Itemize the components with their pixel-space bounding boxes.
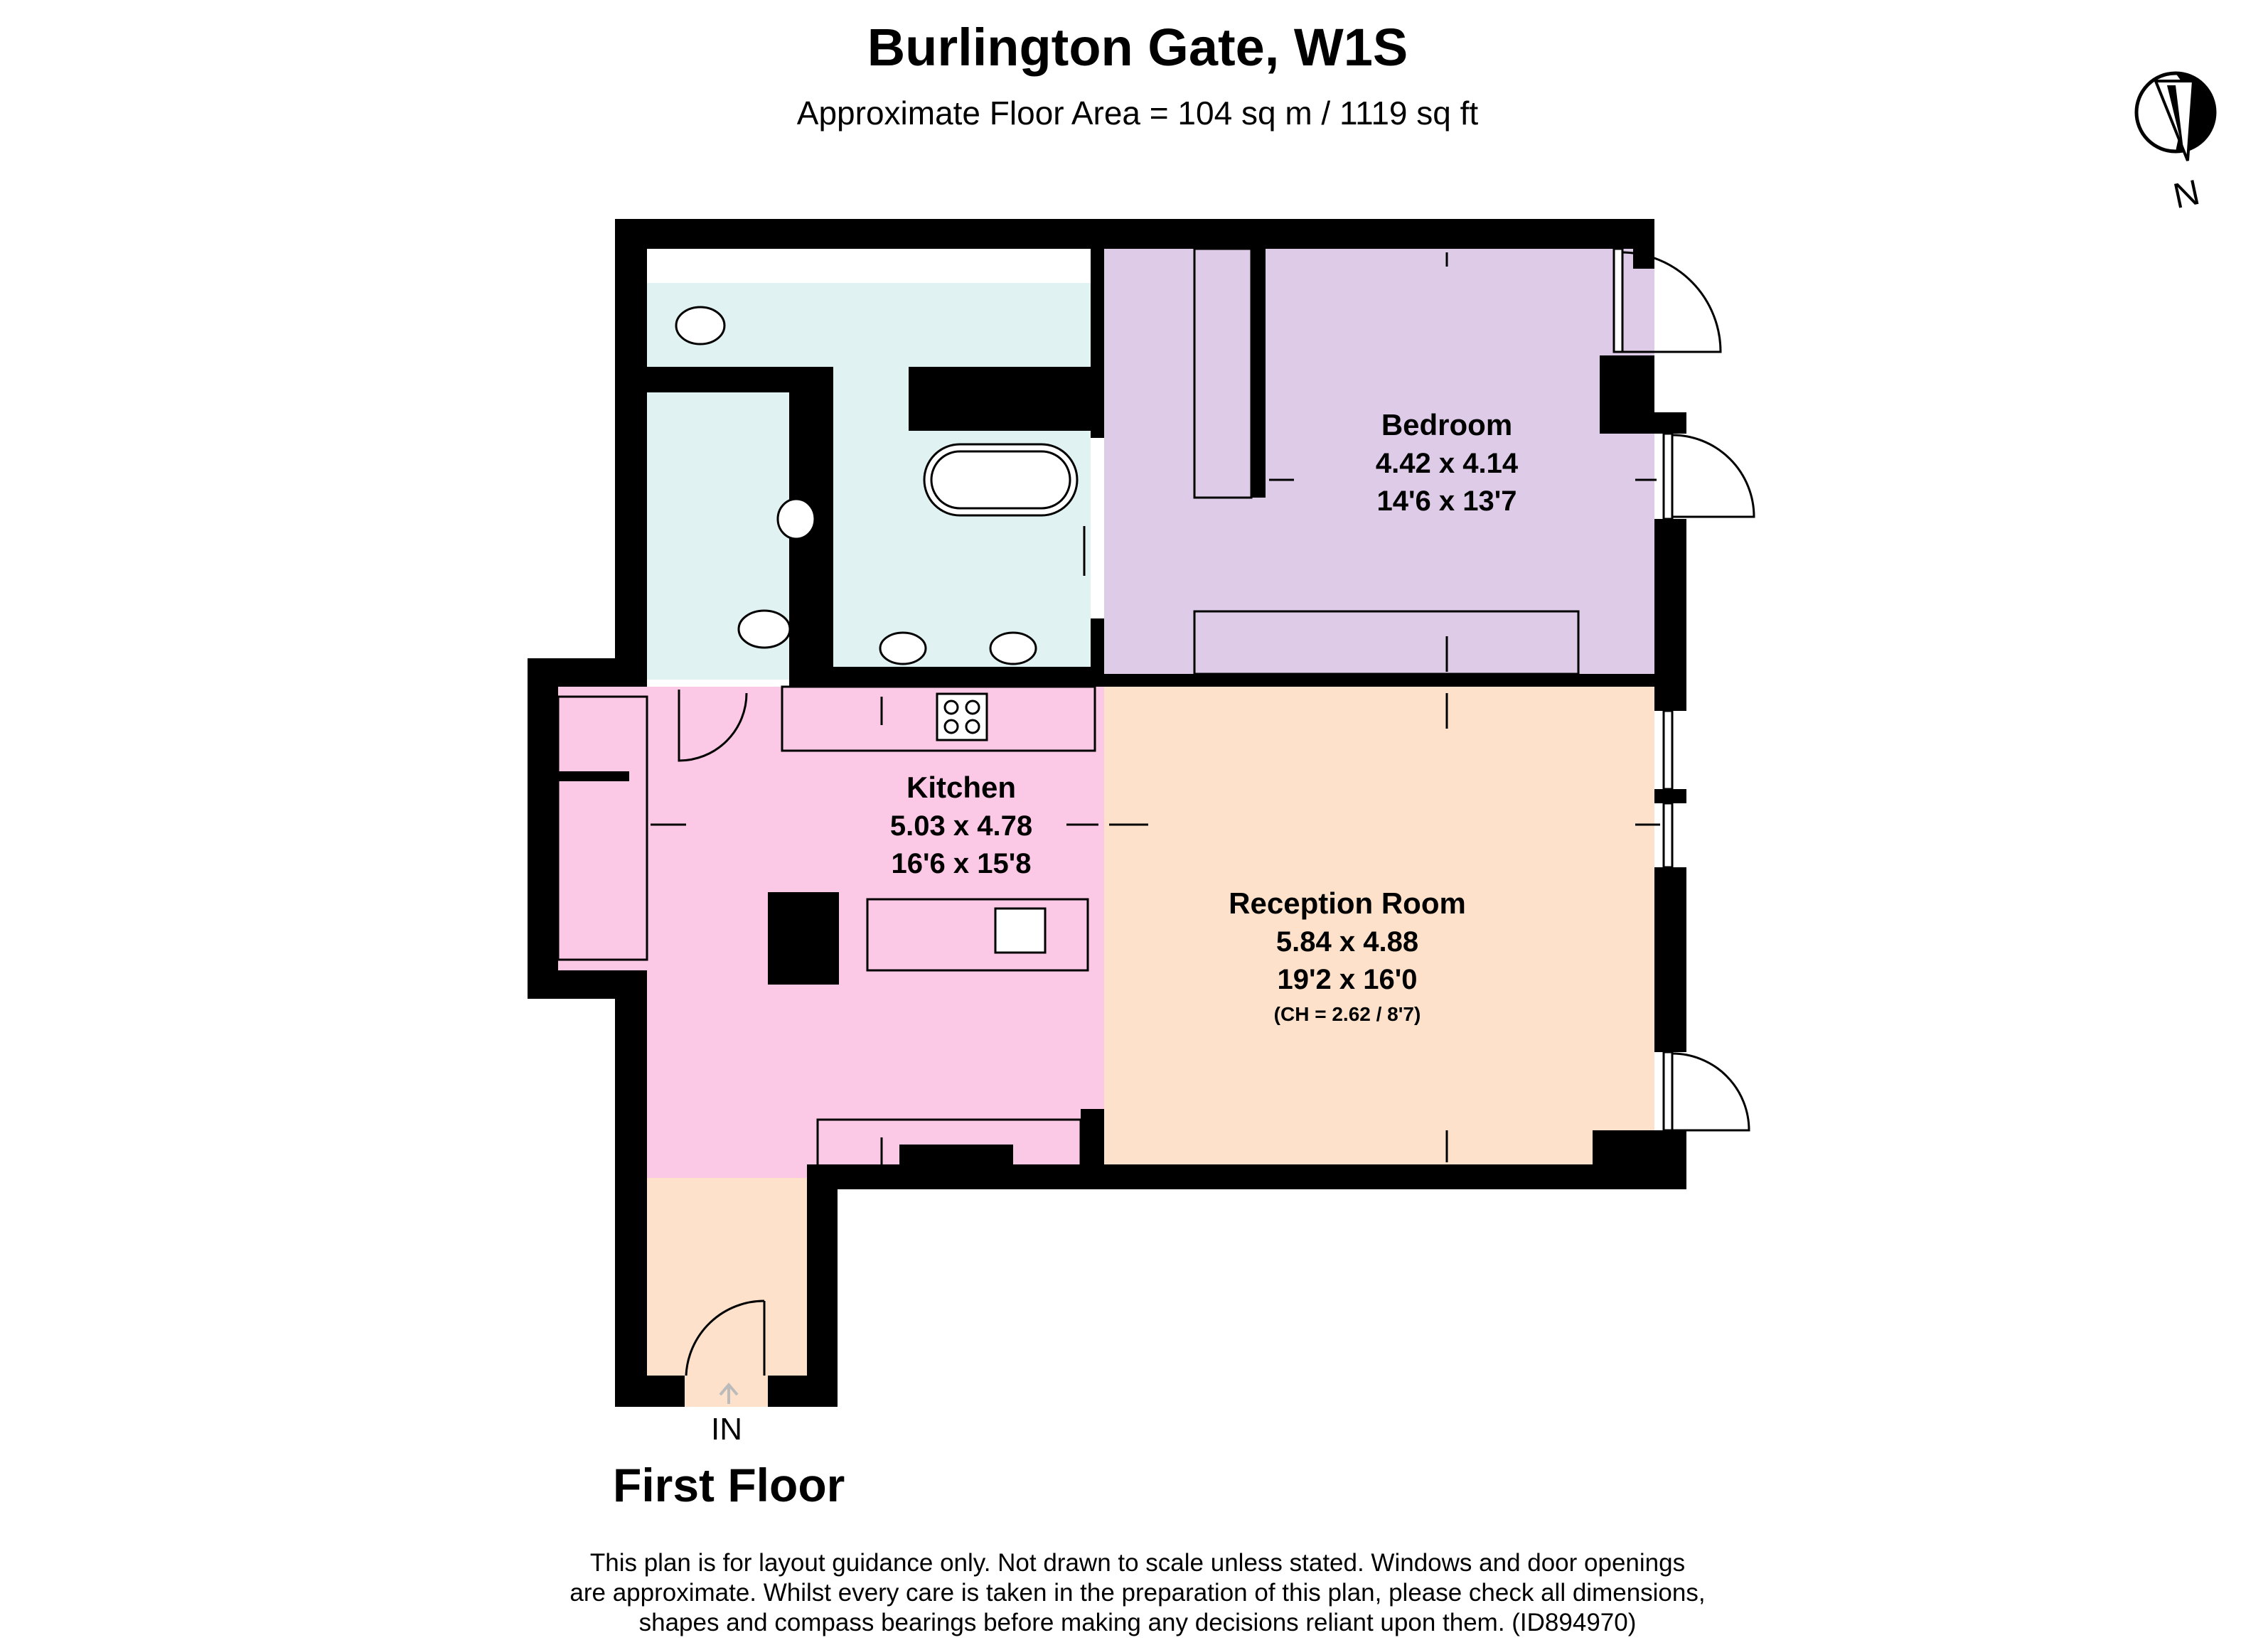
- bedroom-area: [1104, 249, 1654, 674]
- compass-north-letter: N: [2170, 172, 2203, 216]
- reception-ceiling-height: (CH = 2.62 / 8'7): [1274, 1003, 1421, 1025]
- plan-title: Burlington Gate, W1S: [867, 18, 1408, 77]
- kitchen-metric: 5.03 x 4.78: [890, 810, 1032, 842]
- bedroom-name: Bedroom: [1381, 408, 1512, 441]
- entry-label: IN: [711, 1412, 742, 1447]
- reception-room-metric: 5.84 x 4.88: [1276, 926, 1418, 958]
- disclaimer-line-3: shapes and compass bearings before makin…: [639, 1609, 1637, 1636]
- bedroom-metric: 4.42 x 4.14: [1376, 448, 1519, 479]
- disclaimer-line-2: are approximate. Whilst every care is ta…: [569, 1579, 1705, 1607]
- floor-label: First Floor: [613, 1459, 845, 1511]
- bedroom-imperial: 14'6 x 13'7: [1377, 486, 1517, 517]
- disclaimer-line-1: This plan is for layout guidance only. N…: [590, 1549, 1685, 1577]
- fixtures: [557, 247, 1580, 1179]
- walls: [528, 219, 1686, 1407]
- kitchen-name: Kitchen: [906, 771, 1016, 804]
- kitchen-imperial: 16'6 x 15'8: [892, 848, 1032, 879]
- compass-icon: N: [2134, 71, 2217, 216]
- reception-room-area: [1104, 687, 1654, 1164]
- reception-room-name: Reception Room: [1229, 886, 1466, 920]
- hallway-area: [647, 1178, 807, 1407]
- windows-and-doors: [678, 247, 1755, 1376]
- reception-room-imperial: 19'2 x 16'0: [1278, 964, 1418, 995]
- dimension-arrows: [651, 252, 1660, 1173]
- floor-area-subtitle: Approximate Floor Area = 104 sq m / 1119…: [797, 95, 1479, 132]
- entry-arrow-icon: [719, 1382, 739, 1404]
